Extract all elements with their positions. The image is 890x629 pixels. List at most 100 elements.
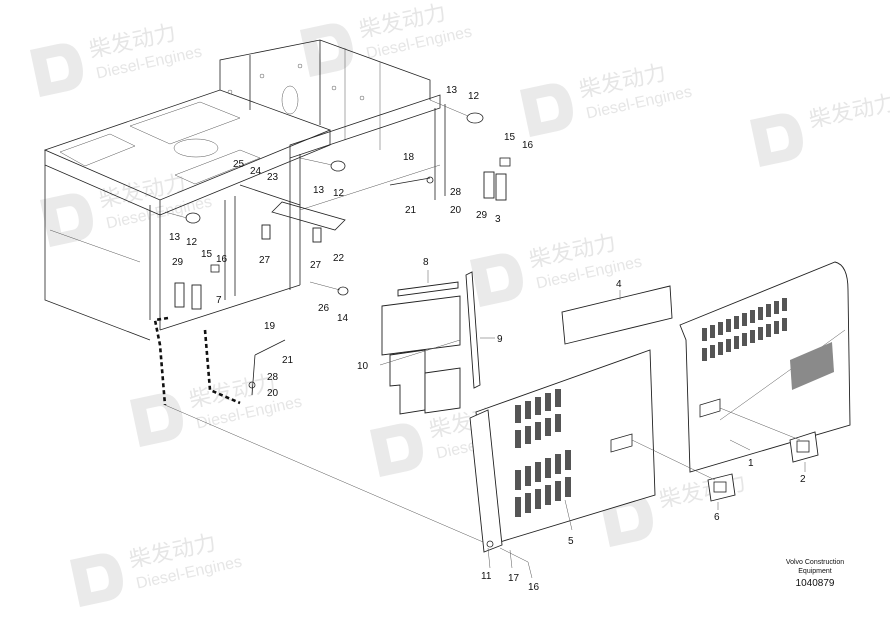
- part-29-hinge-plate: [174, 282, 185, 308]
- frame-rail: [299, 164, 441, 211]
- frame-bolt-icon: [259, 73, 265, 79]
- leader-line: [499, 547, 533, 579]
- leader-lines: [379, 270, 806, 579]
- watermark-logo-icon: [30, 43, 83, 97]
- watermark-logo-icon: [520, 83, 573, 137]
- frame-hatch: [59, 133, 136, 167]
- callout-10: 10: [357, 361, 369, 372]
- vent-slot: [555, 454, 561, 474]
- callout-26: 26: [318, 303, 330, 314]
- frame-hardware: [164, 99, 511, 396]
- callout-13c: 13: [169, 232, 181, 243]
- part-10-pad-side: [389, 349, 426, 415]
- vent-slot: [734, 316, 739, 329]
- part-12-knob-icon: [185, 212, 201, 224]
- watermark-brand-cn: 柴发动力: [807, 90, 890, 133]
- leader-line: [631, 439, 716, 481]
- frame-bolt-icon: [297, 63, 303, 69]
- part-1-door-panel: [679, 261, 851, 473]
- vent-slot: [710, 325, 715, 338]
- part-5-latch-cutout: [610, 433, 633, 453]
- frame-hatch: [174, 149, 261, 185]
- part-18-rod: [389, 177, 431, 186]
- vent-slot: [545, 418, 551, 436]
- vent-slot: [726, 339, 731, 352]
- callout-13b: 13: [313, 185, 325, 196]
- callout-11: 11: [481, 571, 492, 582]
- vent-slot: [702, 348, 707, 361]
- vent-slot: [565, 450, 571, 470]
- vent-slot: [702, 328, 707, 341]
- callout-14: 14: [337, 313, 349, 324]
- part-26-rod: [309, 281, 341, 291]
- part-16-nut-icon: [499, 157, 511, 167]
- part-7-hinge: [191, 284, 202, 310]
- part-3-hinge: [495, 173, 507, 201]
- vent-slot: [758, 307, 763, 320]
- callout-12c: 12: [186, 237, 198, 248]
- watermark-logo-icon: [370, 423, 423, 477]
- part-1-perforated-grille: [790, 342, 834, 390]
- watermark-logo-icon: [70, 553, 123, 607]
- credit-division: Equipment: [798, 568, 832, 575]
- part-11-hinge-pin-icon: [486, 540, 494, 548]
- vent-slot: [742, 313, 747, 326]
- callout-19: 19: [264, 321, 276, 332]
- vent-slot: [535, 397, 541, 415]
- frame-left-post: [149, 205, 161, 330]
- callout-29a: 29: [476, 210, 488, 221]
- watermark-logo-icon: [470, 253, 523, 307]
- vent-slot: [525, 493, 531, 513]
- vent-slot: [750, 310, 755, 323]
- part-5-vent-slots: [515, 389, 571, 517]
- vent-slot: [726, 319, 731, 332]
- vent-slot: [565, 477, 571, 497]
- vent-slot: [515, 470, 521, 490]
- callout-1: 1: [748, 458, 754, 469]
- vent-slot: [555, 389, 561, 407]
- vent-slot: [718, 322, 723, 335]
- callout-9: 9: [497, 334, 503, 345]
- part-11-door-edge-trim: [469, 409, 503, 553]
- leader-line: [729, 439, 751, 451]
- frame-lower-rail: [159, 284, 301, 331]
- callout-25: 25: [233, 159, 245, 170]
- frame-post: [344, 48, 381, 150]
- callout-22: 22: [333, 253, 345, 264]
- vent-slot: [545, 393, 551, 411]
- part-9-vertical-seal: [465, 271, 481, 389]
- vent-slot: [545, 458, 551, 478]
- frame-center-post: [289, 154, 301, 290]
- vent-slot: [766, 304, 771, 317]
- callout-16a: 16: [522, 140, 534, 151]
- vent-slot: [758, 327, 763, 340]
- leader-line: [509, 549, 513, 569]
- callout-18: 18: [403, 152, 415, 163]
- part-12-knob-icon: [466, 112, 484, 124]
- vent-slot: [555, 481, 561, 501]
- callout-3: 3: [495, 214, 501, 225]
- callout-8: 8: [423, 257, 429, 268]
- credit-block: Volvo Construction Equipment 1040879: [786, 559, 844, 589]
- callout-28a: 28: [450, 187, 462, 198]
- vent-slot: [515, 497, 521, 517]
- part-29-hinge-plate: [483, 171, 495, 199]
- watermark-logo-icon: [300, 23, 353, 77]
- leader-line: [719, 407, 801, 441]
- vent-slot: [555, 414, 561, 432]
- callout-13a: 13: [446, 85, 458, 96]
- part-13-stud: [299, 157, 333, 166]
- frame-right-post: [434, 104, 446, 200]
- vent-slot: [750, 330, 755, 343]
- part-28-clip-icon: [248, 381, 256, 389]
- part-4-insulation-block: [561, 285, 673, 345]
- callout-17: 17: [508, 573, 520, 584]
- part-6-latch: [707, 473, 736, 502]
- part-1-contour-line: [719, 329, 846, 421]
- callout-6: 6: [714, 512, 720, 523]
- vent-slot: [535, 462, 541, 482]
- callout-2: 2: [800, 474, 806, 485]
- callout-7: 7: [216, 295, 222, 306]
- callout-21a: 21: [405, 205, 417, 216]
- frame-mid-post: [224, 196, 236, 300]
